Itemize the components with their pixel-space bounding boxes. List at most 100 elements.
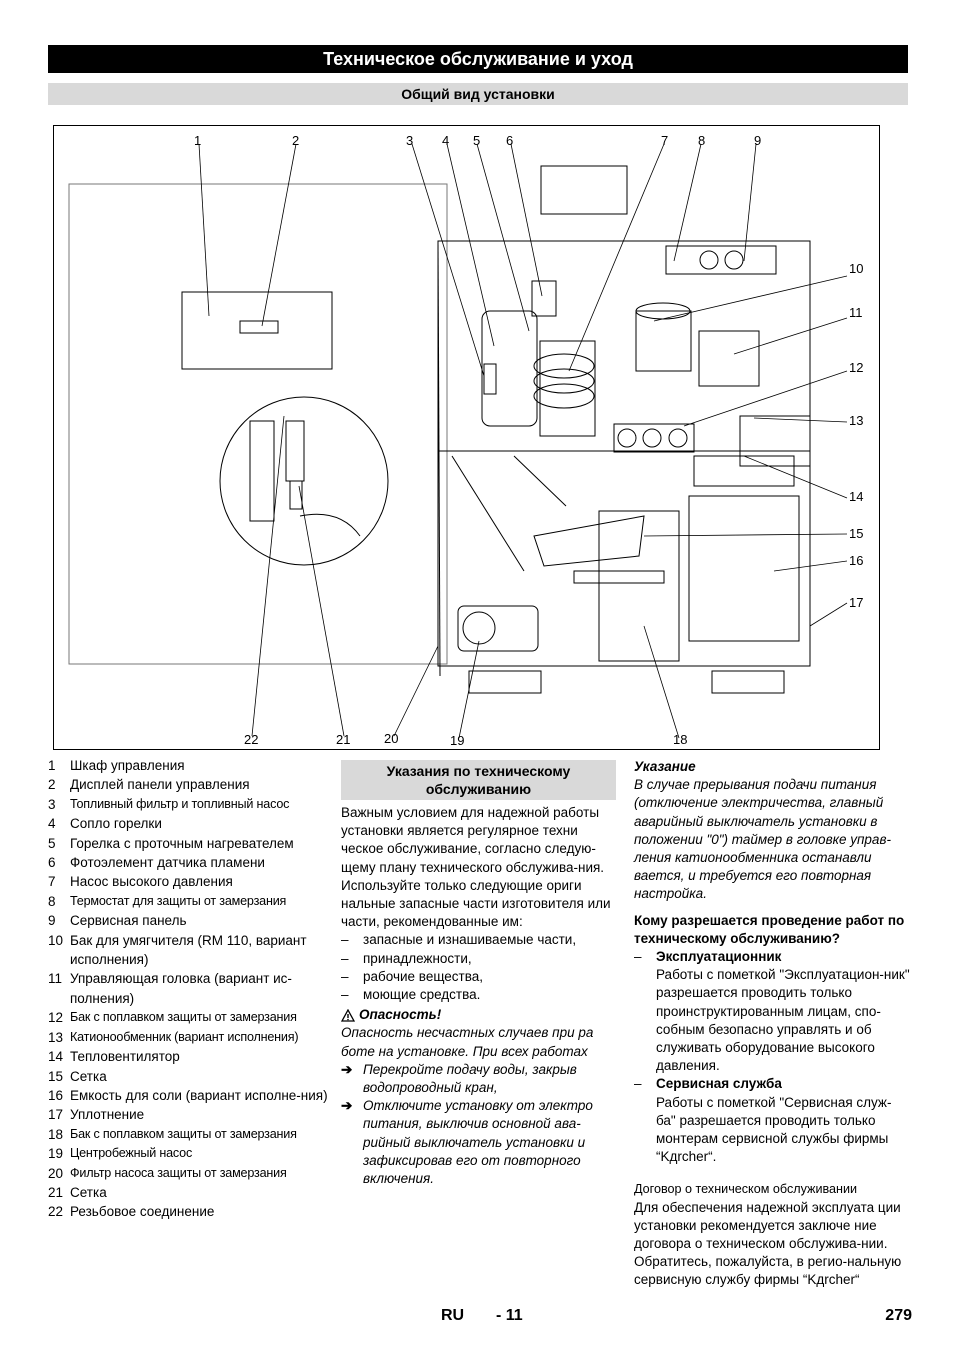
item-text: Сетка [70, 1184, 107, 1200]
list-item: ➔Отключите установку от электро питания,… [341, 1097, 616, 1188]
list-item: 10 Бак для умягчителя (RM 110, вариант ис… [48, 931, 333, 970]
callout-label: 18 [673, 732, 688, 747]
callout-label: 12 [849, 360, 864, 375]
item-number: 21 [48, 1184, 64, 1200]
item-number: 19 [48, 1146, 64, 1162]
list-item: –рабочие вещества, [341, 968, 616, 986]
permission-list: –Эксплуатационник [634, 948, 910, 966]
item-number: 5 [48, 835, 56, 851]
list-item: 14 Тепловентилятор [48, 1047, 333, 1066]
callout-label: 16 [849, 553, 864, 568]
section-subtitle: Общий вид установки [48, 83, 908, 105]
callout-label: 7 [661, 133, 669, 148]
callout-label: 10 [849, 261, 864, 276]
service-label: Сервисная служба [656, 1076, 782, 1092]
arrow-icon: ➔ [341, 1061, 353, 1077]
callout-label: 22 [244, 732, 259, 747]
list-item: 11 Управляющая головка (вариант ис-полнен… [48, 969, 333, 1008]
item-number: 15 [48, 1068, 64, 1084]
callout-label: 11 [849, 305, 863, 320]
item-text: Тепловентилятор [70, 1049, 180, 1065]
item-text: моющие средства. [363, 987, 481, 1003]
section-title: Техническое обслуживание и уход [48, 45, 908, 73]
item-text: Бак для умягчителя (RM 110, вариант испо… [70, 932, 307, 968]
list-item: 16 Емкость для соли (вариант исполне-ния) [48, 1086, 333, 1105]
list-item: 6 Фотоэлемент датчика пламени [48, 853, 333, 872]
danger-title: Опасность! [359, 1007, 442, 1023]
item-number: 22 [48, 1204, 64, 1220]
operator-text: Работы с пометкой "Эксплуатацион-ник" ра… [656, 967, 910, 1074]
item-text: Сопло горелки [70, 816, 162, 832]
item-number: 4 [48, 816, 56, 832]
danger-heading: Опасность! [341, 1006, 616, 1024]
callout-label: 4 [442, 133, 450, 148]
warning-triangle-icon [341, 1008, 355, 1022]
operator-label: Эксплуатационник [656, 949, 782, 965]
item-text: Уплотнение [70, 1107, 145, 1123]
item-text: Бак с поплавком защиты от замерзания [70, 1126, 297, 1141]
note-title: Указание [634, 759, 696, 774]
list-item: –Эксплуатационник [634, 948, 910, 966]
list-item: –запасные и изнашиваемые части, [341, 931, 616, 949]
item-text: Емкость для соли (вариант исполне-ния) [70, 1087, 328, 1103]
permission-list-service: –Сервисная служба [634, 1075, 910, 1093]
item-number: 16 [48, 1087, 64, 1103]
item-number: 20 [48, 1165, 64, 1181]
item-number: 11 [48, 971, 63, 987]
list-item: –принадлежности, [341, 950, 616, 968]
item-number: 14 [48, 1049, 64, 1065]
item-text: Центробежный насос [70, 1146, 193, 1161]
list-item: 21 Сетка [48, 1183, 333, 1202]
footer-local-page: - 11 [496, 1307, 523, 1324]
item-text: Насос высокого давления [70, 874, 233, 890]
item-number: 9 [48, 913, 56, 929]
callout-label: 5 [473, 133, 481, 148]
paragraph: Используйте только следующие ориги нальн… [341, 877, 611, 930]
item-text: рабочие вещества, [363, 968, 483, 984]
callout-label: 6 [506, 133, 514, 148]
item-text: Фотоэлемент датчика пламени [70, 855, 265, 871]
list-item: 2 Дисплей панели управления [48, 775, 333, 794]
list-item: 7 Насос высокого давления [48, 872, 333, 891]
callout-label: 15 [849, 526, 864, 541]
item-number: 13 [48, 1029, 64, 1045]
item-number: 7 [48, 874, 56, 890]
item-number: 10 [48, 932, 64, 948]
callout-label: 2 [292, 133, 300, 148]
item-text: запасные и изнашиваемые части, [363, 932, 577, 948]
callout-label: 20 [384, 731, 399, 746]
step-text: Перекройте подачу воды, закрыв водопрово… [363, 1061, 577, 1096]
list-item: –Сервисная служба [634, 1075, 910, 1093]
item-number: 6 [48, 855, 56, 871]
parts-types-list: –запасные и изнашиваемые части, –принадл… [341, 931, 616, 1004]
item-text: Управляющая головка (вариант ис-полнения… [70, 971, 292, 1006]
callout-label: 3 [406, 133, 414, 148]
paragraph: Важным условием для надежной работы уста… [341, 805, 605, 875]
installation-diagram: 1 2 3 4 5 6 7 8 9 10 11 12 13 14 15 16 1… [53, 125, 880, 750]
list-item: –моющие средства. [341, 986, 616, 1004]
item-number: 8 [48, 893, 56, 909]
item-number: 12 [48, 1010, 64, 1026]
list-item: ➔ Перекройте подачу воды, закрыв водопров… [341, 1061, 616, 1097]
installation-drawing [68, 143, 848, 739]
safety-steps: ➔ Перекройте подачу воды, закрыв водопров… [341, 1061, 616, 1188]
notes-section: Указание В случае прерывания подачи пита… [634, 758, 910, 1290]
contract-text: Для обеспечения надежной эксплуата ции у… [634, 1199, 902, 1288]
callout-label: 13 [849, 413, 864, 428]
footer-language: RU [441, 1307, 465, 1324]
item-text: Термостат для защиты от замерзания [70, 893, 287, 908]
list-item: 19 Центробежный насос [48, 1144, 333, 1163]
item-number: 2 [48, 777, 56, 793]
maintenance-section: Указания по техническому обслуживанию Ва… [341, 760, 616, 1188]
item-text: Дисплей панели управления [70, 777, 250, 793]
arrow-icon: ➔ [341, 1098, 353, 1114]
